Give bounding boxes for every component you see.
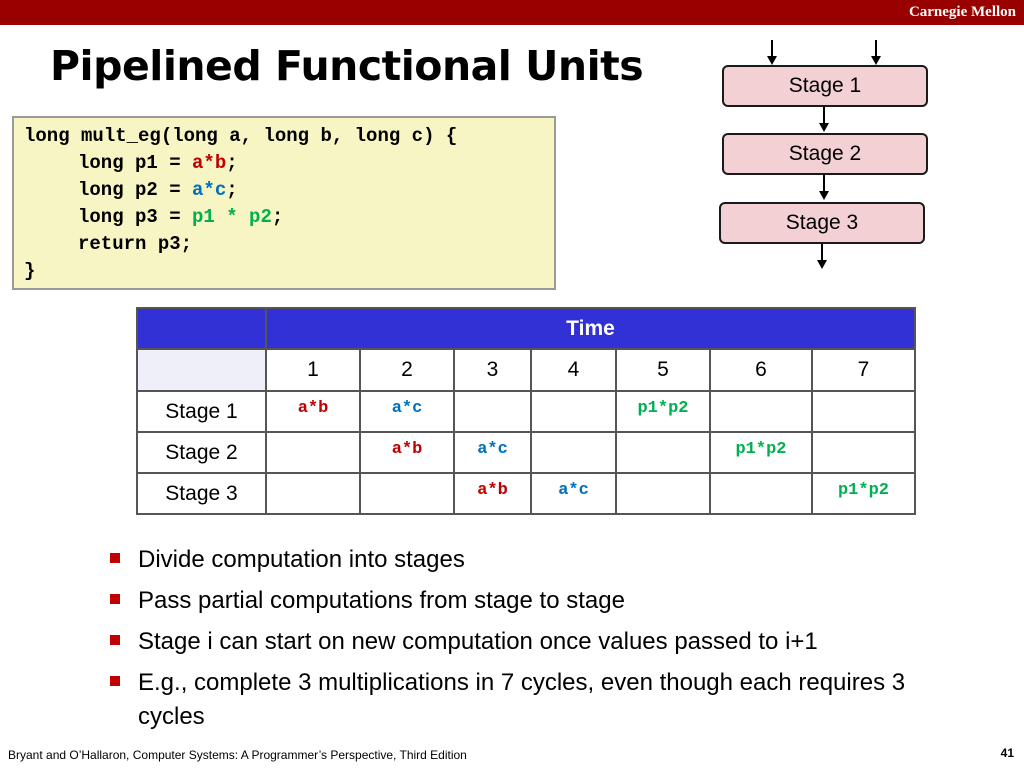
code-p1-decl: long p1 = (78, 152, 193, 174)
code-line-6: } (24, 258, 554, 285)
table-cell: a*b (265, 390, 361, 433)
bullet-square-icon (110, 635, 120, 645)
stage-3-box: Stage 3 (719, 202, 925, 244)
input-arrow-b-line (875, 40, 877, 57)
bullet-list: Divide computation into stages Pass part… (108, 543, 908, 741)
bullet-item: E.g., complete 3 multiplications in 7 cy… (108, 666, 908, 734)
table-cell (811, 431, 916, 474)
row-label: Stage 1 (136, 390, 267, 433)
output-arrow-line (821, 244, 823, 261)
code-line-3: long p2 = a*c; (24, 177, 554, 204)
pipeline-timing-table: Time 1 2 3 4 5 6 7 Stage 1 a*b a*c p1*p2… (136, 307, 916, 515)
top-bar: Carnegie Mellon (0, 0, 1024, 25)
arrow-stage1-to-stage2-line (823, 107, 825, 124)
table-cell (709, 472, 813, 515)
bullet-square-icon (110, 553, 120, 563)
code-line-5: return p3; (24, 231, 554, 258)
bullet-item: Pass partial computations from stage to … (108, 584, 908, 618)
time-header: Time (265, 307, 916, 350)
table-cell (530, 390, 617, 433)
bullet-text: Divide computation into stages (138, 546, 465, 573)
table-cell: a*c (530, 472, 617, 515)
code-p3-decl: long p3 = (78, 206, 193, 228)
table-cell (811, 390, 916, 433)
table-row-stage-2: Stage 2 a*b a*c p1*p2 (136, 431, 916, 474)
code-semicolon: ; (226, 179, 238, 201)
time-column-6: 6 (709, 348, 813, 392)
code-p2-expr: a*c (192, 179, 227, 201)
table-cell: p1*p2 (811, 472, 916, 515)
code-line-1: long mult_eg(long a, long b, long c) { (24, 123, 554, 150)
time-column-1: 1 (265, 348, 361, 392)
table-cell (709, 390, 813, 433)
input-arrow-a-head (767, 56, 777, 65)
stage-2-box: Stage 2 (722, 133, 928, 175)
code-block: long mult_eg(long a, long b, long c) { l… (12, 116, 556, 290)
bullet-item: Divide computation into stages (108, 543, 908, 577)
table-cell (265, 472, 361, 515)
code-close-brace: } (24, 260, 36, 282)
bullet-square-icon (110, 594, 120, 604)
table-cell (615, 472, 711, 515)
code-semicolon: ; (271, 206, 284, 228)
code-return: return p3; (78, 233, 193, 255)
table-cell: a*b (359, 431, 455, 474)
bullet-text: Stage i can start on new computation onc… (138, 628, 818, 655)
time-column-3: 3 (453, 348, 532, 392)
table-cell (530, 431, 617, 474)
input-arrow-a-line (771, 40, 773, 57)
code-line-2: long p1 = a*b; (24, 150, 554, 177)
arrow-stage2-to-stage3-line (823, 175, 825, 192)
time-column-4: 4 (530, 348, 617, 392)
table-cell (453, 390, 532, 433)
time-column-7: 7 (811, 348, 916, 392)
time-column-5: 5 (615, 348, 711, 392)
time-column-2: 2 (359, 348, 455, 392)
table-row-stage-1: Stage 1 a*b a*c p1*p2 (136, 390, 916, 433)
table-row-stage-3: Stage 3 a*b a*c p1*p2 (136, 472, 916, 515)
row-label: Stage 2 (136, 431, 267, 474)
input-arrow-b-head (871, 56, 881, 65)
table-cell: a*b (453, 472, 532, 515)
table-cell: a*c (359, 390, 455, 433)
table-cell: p1*p2 (615, 390, 711, 433)
table-cell (265, 431, 361, 474)
code-semicolon: ; (226, 152, 238, 174)
bullet-square-icon (110, 676, 120, 686)
output-arrow-head (817, 260, 827, 269)
page-number: 41 (1000, 746, 1014, 760)
bullet-text: Pass partial computations from stage to … (138, 587, 625, 614)
table-cell: p1*p2 (709, 431, 813, 474)
bullet-text: E.g., complete 3 multiplications in 7 cy… (138, 669, 906, 730)
arrow-stage2-to-stage3-head (819, 191, 829, 200)
code-p3-expr: p1 * p2 (192, 206, 272, 228)
row-label: Stage 3 (136, 472, 267, 515)
bullet-item: Stage i can start on new computation onc… (108, 625, 908, 659)
table-cell (615, 431, 711, 474)
arrow-stage1-to-stage2-head (819, 123, 829, 132)
code-signature: long mult_eg(long a, long b, long c) { (24, 125, 458, 147)
code-p2-decl: long p2 = (78, 179, 193, 201)
table-cell (359, 472, 455, 515)
brand-name: Carnegie Mellon (908, 4, 1016, 20)
table-row-label-blank (136, 348, 267, 392)
code-p1-expr: a*b (192, 152, 227, 174)
table-cell: a*c (453, 431, 532, 474)
footer-citation: Bryant and O’Hallaron, Computer Systems:… (8, 748, 467, 762)
stage-1-box: Stage 1 (722, 65, 928, 107)
code-line-4: long p3 = p1 * p2; (24, 204, 554, 231)
table-corner (136, 307, 267, 350)
slide-title: Pipelined Functional Units (50, 42, 644, 90)
